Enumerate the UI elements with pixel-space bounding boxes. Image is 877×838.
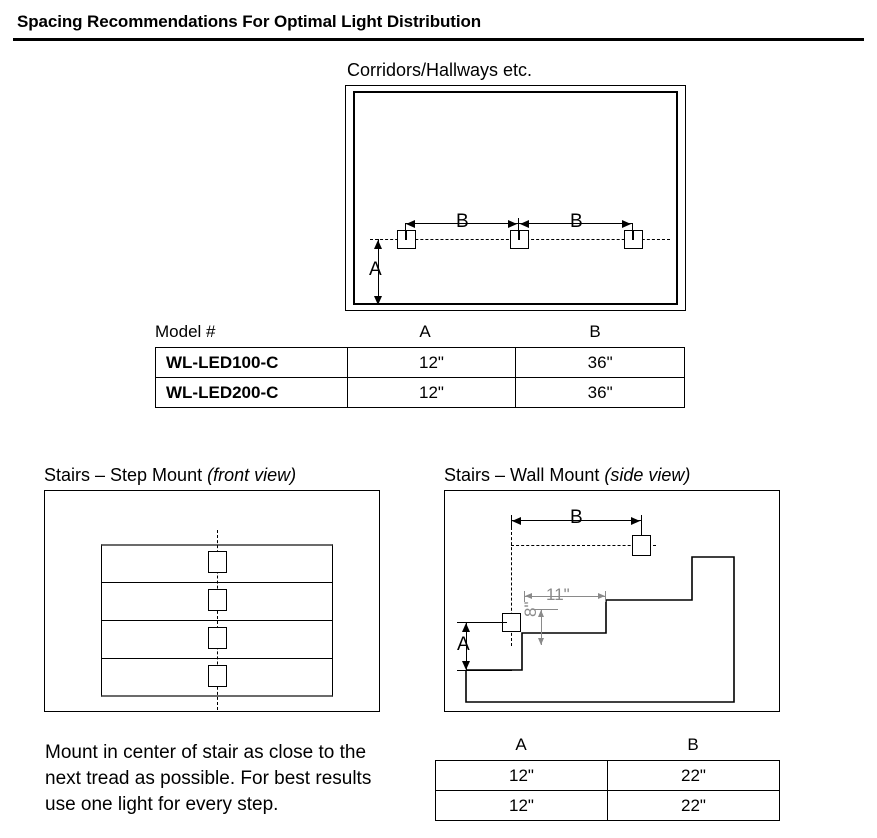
corridor-label-b-left: B (456, 211, 469, 232)
wall-mount-arrow-b-left (512, 517, 521, 525)
corridor-arrow-b2-left (520, 220, 529, 228)
corridor-arrow-a-top (374, 240, 382, 249)
wall-mount-ext-b-right (641, 515, 642, 545)
riser-height-dim-line (541, 609, 542, 645)
wall-mount-heading-main: Stairs – Wall Mount (444, 465, 605, 485)
wall-mount-ext-b-left (511, 515, 512, 527)
wall-mount-arrow-a-top (462, 623, 470, 632)
riser-height-arrow-bottom (538, 638, 544, 645)
corridor-outer-frame (345, 85, 686, 311)
page-title: Spacing Recommendations For Optimal Ligh… (17, 12, 482, 31)
wall-mount-section: Stairs – Wall Mount (side view) B A 11" … (444, 465, 789, 725)
wall-mount-heading-italic: (side view) (604, 465, 691, 485)
corridor-light-fixture (510, 230, 529, 249)
title-divider (13, 38, 864, 41)
step-mount-light-fixture (208, 589, 227, 611)
cell-model: WL-LED200-C (155, 377, 348, 408)
corridor-fixture-stub (632, 230, 634, 240)
tread-depth-ext-right (605, 591, 606, 602)
step-mount-panel (44, 490, 380, 712)
corridor-table-header-a: A (419, 322, 431, 341)
cell-model: WL-LED100-C (155, 347, 348, 378)
corridor-dim-line-a (378, 239, 379, 305)
step-mount-heading-main: Stairs – Step Mount (44, 465, 208, 485)
wall-mount-heading: Stairs – Wall Mount (side view) (444, 465, 690, 486)
step-mount-light-fixture (208, 551, 227, 573)
table-row: 12" 22" (435, 760, 780, 791)
riser-height-arrow-top (538, 610, 544, 617)
corridor-section: Corridors/Hallways etc. B B A (345, 60, 690, 315)
staircase-profile (465, 556, 735, 703)
wall-mount-table-header-b: B (687, 735, 699, 754)
corridor-arrow-b2-right (622, 220, 631, 228)
riser-height-ext-top (534, 609, 558, 610)
corridor-spec-table: WL-LED100-C 12" 36" WL-LED200-C 12" 36" (155, 347, 685, 408)
cell-b: 22" (607, 790, 780, 821)
step-mount-light-fixture (208, 627, 227, 649)
wall-mount-dim-line-a (466, 622, 467, 670)
cell-b: 36" (515, 377, 685, 408)
tread-depth-arrow-right (598, 593, 605, 599)
tread-depth-ext-left (524, 591, 525, 602)
corridor-table-header-model: Model # (155, 322, 216, 341)
tread-depth-label: 11" (546, 585, 570, 604)
riser-height-label: 8" (521, 601, 540, 618)
cell-a: 12" (435, 790, 608, 821)
corridor-fixture-stub (518, 230, 520, 240)
wall-mount-ref-vline (511, 527, 512, 646)
step-mount-heading-italic: (front view) (207, 465, 297, 485)
table-row: WL-LED100-C 12" 36" (155, 347, 685, 378)
table-row: WL-LED200-C 12" 36" (155, 377, 685, 408)
wall-mount-label-b: B (570, 507, 583, 528)
corridor-label-a: A (369, 259, 382, 280)
corridor-arrow-b1-left (406, 220, 415, 228)
cell-b: 36" (515, 347, 685, 378)
step-mount-section: Stairs – Step Mount (front view) (44, 465, 384, 725)
wall-mount-label-a: A (457, 634, 470, 655)
step-mount-note: Mount in center of stair as close to the… (45, 742, 372, 815)
table-row: 12" 22" (435, 790, 780, 821)
wall-mount-arrow-a-bottom (462, 661, 470, 670)
corridor-table-header-b: B (589, 322, 601, 341)
corridor-light-fixture (624, 230, 643, 249)
cell-a: 12" (346, 347, 517, 378)
cell-a: 12" (346, 377, 517, 408)
step-mount-heading: Stairs – Step Mount (front view) (44, 465, 296, 486)
cell-a: 12" (435, 760, 608, 791)
wall-mount-upper-fixture (632, 535, 651, 556)
corridor-heading: Corridors/Hallways etc. (347, 60, 533, 80)
corridor-label-b-right: B (570, 211, 583, 232)
wall-mount-arrow-b-right (631, 517, 640, 525)
wall-mount-spec-table: 12" 22" 12" 22" (435, 760, 780, 821)
corridor-fixture-stub (405, 230, 407, 240)
corridor-room-rect (353, 91, 678, 305)
wall-mount-ref-hline (511, 545, 656, 546)
tread-depth-arrow-left (525, 593, 532, 599)
cell-b: 22" (607, 760, 780, 791)
wall-mount-table-header-a: A (515, 735, 527, 754)
tread-depth-dim-line (524, 596, 606, 597)
step-mount-light-fixture (208, 665, 227, 687)
wall-mount-panel (444, 490, 780, 712)
corridor-arrow-a-bottom (374, 296, 382, 305)
step-mount-centerline (217, 530, 218, 710)
corridor-light-fixture (397, 230, 416, 249)
wall-mount-dim-line-b (511, 520, 641, 521)
wall-mount-ext-a-top (457, 622, 507, 623)
wall-mount-ext-a-bottom (457, 670, 512, 671)
corridor-arrow-b1-right (508, 220, 517, 228)
